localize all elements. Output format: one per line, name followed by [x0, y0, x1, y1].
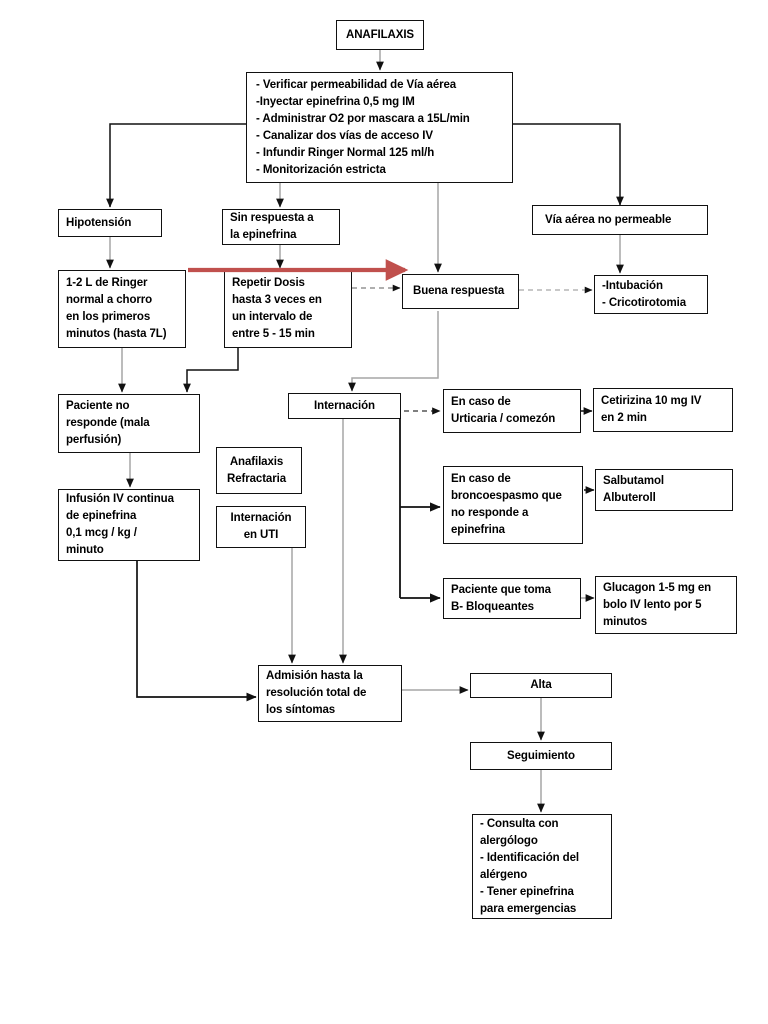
node-alta[interactable]: Alta — [470, 673, 612, 698]
node-hipotension[interactable]: Hipotensión — [58, 209, 162, 237]
node-anafilaxis-refractaria[interactable]: Anafilaxis Refractaria — [216, 447, 302, 494]
node-manejo-inicial[interactable]: - Verificar permeabilidad de Vía aérea -… — [246, 72, 513, 183]
edge-repetir-to-paciente-no-responde — [183, 348, 239, 393]
node-admision[interactable]: Admisión hasta la resolución total de lo… — [258, 665, 402, 722]
edge-buena-respuesta-to-internacion — [348, 311, 439, 392]
node-caso-urticaria[interactable]: En caso de Urticaria / comezón — [443, 389, 581, 433]
node-caso-broncoespasmo[interactable]: En caso de broncoespasmo que no responde… — [443, 466, 583, 544]
node-infusion-iv[interactable]: Infusión IV continua de epinefrina 0,1 m… — [58, 489, 200, 561]
node-internacion-uti[interactable]: Internación en UTI — [216, 506, 306, 548]
node-seguimiento[interactable]: Seguimiento — [470, 742, 612, 770]
node-ringer[interactable]: 1-2 L de Ringer normal a chorro en los p… — [58, 270, 186, 348]
node-anafilaxis[interactable]: ANAFILAXIS — [336, 20, 424, 50]
node-glucagon[interactable]: Glucagon 1-5 mg en bolo IV lento por 5 m… — [595, 576, 737, 634]
node-buena-respuesta[interactable]: Buena respuesta — [402, 274, 519, 309]
node-paciente-bloqueantes[interactable]: Paciente que toma B- Bloqueantes — [443, 578, 581, 619]
node-salbutamol[interactable]: Salbutamol Albuteroll — [595, 469, 733, 511]
node-recomendaciones[interactable]: - Consulta con alergólogo - Identificaci… — [472, 814, 612, 919]
node-paciente-no-responde[interactable]: Paciente no responde (mala perfusión) — [58, 394, 200, 453]
edge-manejo-to-via-aerea — [513, 123, 624, 206]
node-cetirizina[interactable]: Cetirizina 10 mg IV en 2 min — [593, 388, 733, 432]
node-via-aerea-no-permeable[interactable]: Vía aérea no permeable — [532, 205, 708, 235]
node-intubacion[interactable]: -Intubación - Cricotirotomia — [594, 275, 708, 314]
edge-manejo-to-hipotension — [106, 123, 246, 208]
node-sin-respuesta[interactable]: Sin respuesta a la epinefrina — [222, 209, 340, 245]
node-repetir-dosis[interactable]: Repetir Dosis hasta 3 veces en un interv… — [224, 270, 352, 348]
edge-infusion-to-admision — [136, 561, 257, 702]
node-internacion[interactable]: Internación — [288, 393, 401, 419]
